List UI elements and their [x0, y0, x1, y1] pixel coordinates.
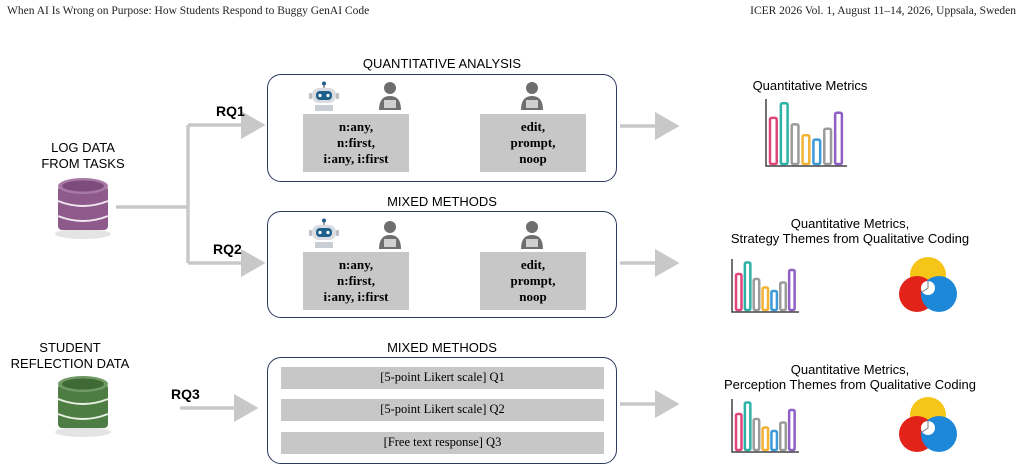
condition-line: n:any, [338, 119, 374, 134]
reflection-data-label-line1: STUDENT [39, 340, 101, 355]
bar-chart-icon-bar [823, 127, 833, 166]
bar-chart-icon-axis [765, 99, 847, 167]
person-icon [521, 221, 543, 249]
person-icon [379, 82, 401, 110]
action-line: noop [519, 289, 547, 304]
rq1-condition-box: n:any, n:first, i:any, i:first [303, 114, 409, 172]
condition-line: i:any, i:first [323, 289, 389, 304]
log-data-label: LOG DATA FROM TASKS [28, 140, 138, 172]
bar-chart-icon-axis [731, 259, 799, 313]
rq1-label: RQ1 [216, 103, 245, 119]
paper-header-venue: ICER 2026 Vol. 1, August 11–14, 2026, Up… [750, 5, 1016, 17]
condition-line: n:first, [337, 135, 375, 150]
rq1-panel: n:any, n:first, i:any, i:first edit, pro… [267, 74, 617, 182]
bar-chart-icon-axis [731, 399, 799, 453]
bar-chart-icon-bar [770, 289, 779, 312]
action-line: prompt, [510, 273, 556, 288]
database-icon [55, 178, 111, 239]
bar-chart-icon [731, 259, 799, 313]
action-line: prompt, [510, 135, 556, 150]
rq3-output-line2: Perception Themes from Qualitative Codin… [724, 377, 976, 392]
bar-chart-icon-bar [779, 281, 788, 312]
paper-header-title: When AI Is Wrong on Purpose: How Student… [7, 5, 370, 17]
log-data-label-line2: FROM TASKS [41, 156, 125, 171]
venn-diagram-icon [899, 397, 957, 452]
condition-line: n:first, [337, 273, 375, 288]
robot-icon [309, 81, 339, 111]
rq2-panel-title: MIXED METHODS [387, 194, 497, 209]
bar-chart-icon-bar [761, 426, 770, 452]
rq1-action-box: edit, prompt, noop [480, 114, 586, 172]
rq2-output-line1: Quantitative Metrics, [790, 216, 910, 231]
person-icon [379, 221, 401, 249]
bar-chart-icon-bar [752, 277, 761, 312]
action-line: edit, [520, 119, 546, 134]
condition-line: n:any, [338, 257, 374, 272]
bar-chart-icon-bar [790, 123, 800, 166]
bar-chart-icon-bar [787, 408, 796, 452]
database-icon [55, 376, 111, 437]
person-icon [521, 82, 543, 110]
rq2-output-line2: Strategy Themes from Qualitative Coding [730, 231, 970, 246]
free-text-q3-item: [Free text response] Q3 [281, 432, 604, 454]
bar-chart-icon-bar [801, 133, 811, 166]
rq2-label: RQ2 [213, 241, 242, 257]
bar-chart-icon-bar [770, 429, 779, 452]
likert-q2-item: [5-point Likert scale] Q2 [281, 399, 604, 421]
rq2-action-box: edit, prompt, noop [480, 252, 586, 310]
bar-chart-icon-bar [734, 272, 743, 312]
robot-icon [309, 218, 339, 248]
bar-chart-icon-bar [752, 417, 761, 452]
reflection-data-label: STUDENT REFLECTION DATA [0, 340, 140, 372]
rq2-output-label: Quantitative Metrics, Strategy Themes fr… [690, 216, 1010, 246]
bar-chart-icon-bar [761, 286, 770, 312]
rq3-output-label: Quantitative Metrics, Perception Themes … [690, 362, 1010, 392]
action-line: noop [519, 151, 547, 166]
likert-q1-item: [5-point Likert scale] Q1 [281, 367, 604, 389]
rq1-output-label: Quantitative Metrics [752, 78, 868, 93]
bar-chart-icon-bar [812, 138, 822, 166]
rq3-label: RQ3 [171, 386, 200, 402]
action-line: edit, [520, 257, 546, 272]
bar-chart-icon-bar [743, 401, 752, 452]
rq3-panel-title: MIXED METHODS [387, 340, 497, 355]
reflection-data-label-line2: REFLECTION DATA [10, 356, 130, 371]
rq3-panel: [5-point Likert scale] Q1 [5-point Liker… [267, 357, 617, 464]
bar-chart-icon-bar [779, 101, 789, 166]
bar-chart-icon-bar [787, 268, 796, 312]
log-data-label-line1: LOG DATA [51, 140, 115, 155]
rq1-panel-title: QUANTITATIVE ANALYSIS [362, 56, 522, 71]
condition-line: i:any, i:first [323, 151, 389, 166]
rq3-output-line1: Quantitative Metrics, [790, 362, 910, 377]
bar-chart-icon-bar [743, 261, 752, 312]
rq2-condition-box: n:any, n:first, i:any, i:first [303, 252, 409, 310]
bar-chart-icon [731, 399, 799, 453]
bar-chart-icon-bar [734, 412, 743, 452]
bar-chart-icon-bar [779, 421, 788, 452]
bar-chart-icon-bar [833, 111, 844, 166]
bar-chart-icon [765, 99, 847, 167]
bar-chart-icon-bar [768, 116, 778, 166]
rq2-panel: n:any, n:first, i:any, i:first edit, pro… [267, 211, 617, 318]
venn-diagram-icon [899, 257, 957, 312]
